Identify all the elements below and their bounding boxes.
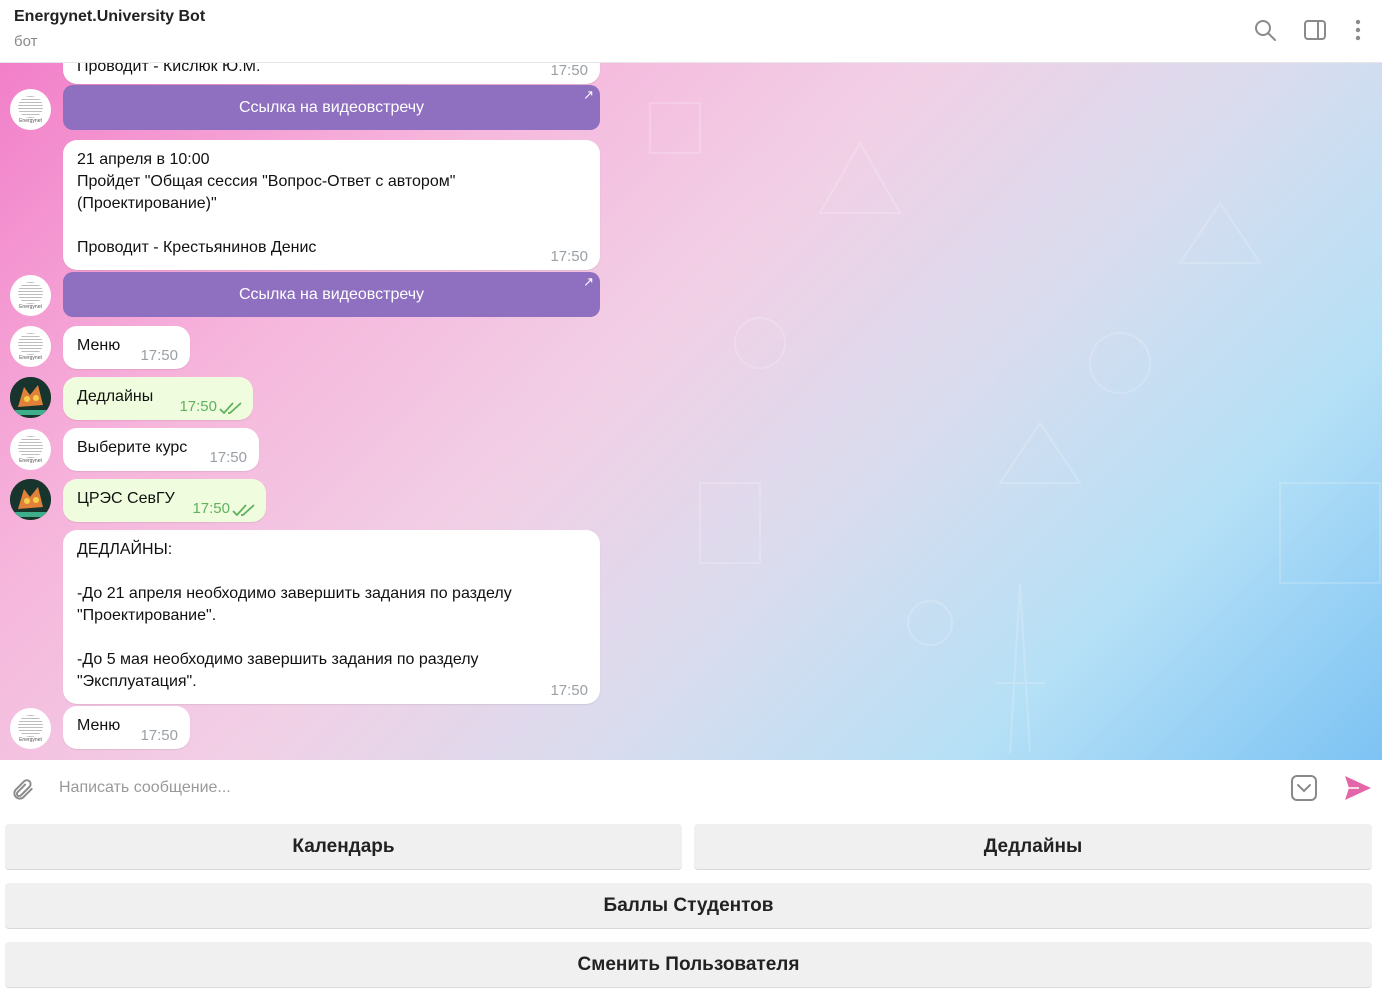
- video-meeting-link-button[interactable]: Ссылка на видеовстречу ↗: [63, 85, 600, 130]
- keyboard-button-switch-user[interactable]: Сменить Пользователя: [5, 942, 1372, 988]
- sidebar-toggle-icon[interactable]: [1303, 18, 1327, 42]
- user-avatar-image: [10, 377, 51, 418]
- message-input[interactable]: Написать сообщение...: [59, 779, 231, 796]
- message-time: 17:50: [550, 248, 588, 265]
- chat-wallpaper: [649, 102, 1381, 754]
- attach-icon[interactable]: [10, 777, 36, 803]
- message-time: 17:50: [192, 500, 230, 517]
- bot-avatar[interactable]: Energynet: [10, 708, 51, 749]
- bot-avatar[interactable]: Energynet: [10, 275, 51, 316]
- message-bubble[interactable]: Проводит - Кислюк Ю.М. 17:50: [63, 63, 600, 84]
- message-time: 17:50: [140, 347, 178, 364]
- user-avatar[interactable]: [10, 479, 51, 520]
- double-check-icon: [232, 504, 255, 517]
- bot-avatar[interactable]: Energynet: [10, 89, 51, 130]
- message-time: 17:50: [550, 63, 588, 79]
- message-bubble-outgoing[interactable]: Дедлайны 17:50: [63, 377, 253, 420]
- more-vertical-icon[interactable]: [1346, 18, 1370, 42]
- message-bubble[interactable]: Меню 17:50: [63, 706, 190, 749]
- message-composer: Написать сообщение...: [0, 760, 1382, 817]
- double-check-icon: [219, 402, 242, 415]
- message-time: 17:50: [140, 727, 178, 744]
- message-text: Выберите курс: [77, 439, 188, 456]
- inline-button-label: Ссылка на видеовстречу: [238, 286, 425, 303]
- bot-avatar-logo: [18, 282, 43, 304]
- message-text: Дедлайны: [77, 388, 154, 405]
- message-bubble-outgoing[interactable]: ЦРЭС СевГУ 17:50: [63, 479, 266, 522]
- message-bubble[interactable]: ДЕДЛАЙНЫ: -До 21 апреля необходимо завер…: [63, 530, 600, 704]
- message-time: 17:50: [209, 449, 247, 466]
- bot-avatar-label: Energynet: [19, 458, 42, 464]
- message-bubble[interactable]: Выберите курс 17:50: [63, 428, 259, 471]
- bot-avatar-label: Energynet: [19, 304, 42, 310]
- bot-avatar[interactable]: Energynet: [10, 326, 51, 367]
- keyboard-button-deadlines[interactable]: Дедлайны: [694, 824, 1372, 870]
- message-bubble[interactable]: 21 апреля в 10:00 Пройдет "Общая сессия …: [63, 140, 600, 270]
- user-avatar[interactable]: [10, 377, 51, 418]
- message-text: ДЕДЛАЙНЫ: -До 21 апреля необходимо завер…: [77, 541, 512, 690]
- bot-avatar-logo: [18, 333, 43, 355]
- user-avatar-image: [10, 479, 51, 520]
- message-text: ЦРЭС СевГУ: [77, 490, 175, 507]
- message-text: Проводит - Кислюк Ю.М.: [77, 63, 261, 75]
- message-bubble[interactable]: Меню 17:50: [63, 326, 190, 369]
- bot-avatar-logo: [18, 436, 43, 458]
- video-meeting-link-button[interactable]: Ссылка на видеовстречу ↗: [63, 272, 600, 317]
- chat-subtitle: бот: [14, 33, 38, 50]
- bot-avatar-label: Energynet: [19, 355, 42, 361]
- search-icon[interactable]: [1253, 18, 1277, 42]
- message-time: 17:50: [550, 682, 588, 699]
- bot-avatar[interactable]: Energynet: [10, 429, 51, 470]
- message-text: 21 апреля в 10:00 Пройдет "Общая сессия …: [77, 151, 456, 256]
- message-text: Меню: [77, 337, 121, 354]
- chat-title[interactable]: Energynet.University Bot: [14, 8, 206, 25]
- keyboard-button-calendar[interactable]: Календарь: [5, 824, 682, 870]
- message-time: 17:50: [179, 398, 217, 415]
- external-link-icon: ↗: [583, 274, 594, 289]
- inline-button-label: Ссылка на видеовстречу: [238, 99, 425, 116]
- keyboard-toggle-icon[interactable]: [1290, 774, 1318, 802]
- bot-avatar-label: Energynet: [19, 737, 42, 743]
- chat-history[interactable]: Проводит - Кислюк Ю.М. 17:50 Energynet С…: [0, 63, 1382, 760]
- keyboard-button-student-scores[interactable]: Баллы Студентов: [5, 883, 1372, 929]
- chat-header: Energynet.University Bot бот: [0, 0, 1382, 63]
- external-link-icon: ↗: [583, 87, 594, 102]
- bot-avatar-logo: [18, 96, 43, 118]
- bot-avatar-logo: [18, 715, 43, 737]
- message-text: Меню: [77, 717, 121, 734]
- bot-avatar-label: Energynet: [19, 118, 42, 124]
- send-icon[interactable]: [1343, 774, 1373, 802]
